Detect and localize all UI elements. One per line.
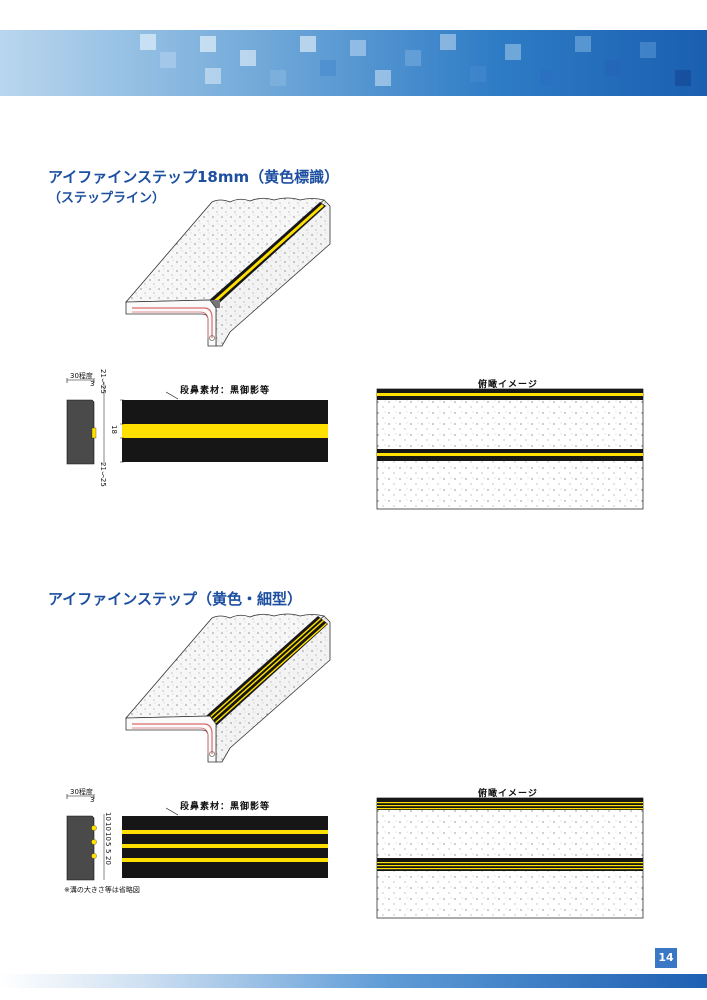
section1-overhead-image <box>376 388 644 510</box>
section2-overhead-image <box>376 797 644 919</box>
section2-dim-6: 20 <box>104 856 112 865</box>
section1-step-illustration <box>125 197 331 347</box>
section2-dim-edge: 3 <box>90 796 95 804</box>
section2-dim-1: 10 <box>104 812 112 821</box>
section2-dim-4: 5 <box>104 842 112 847</box>
section1-subtitle: （ステップライン） <box>48 191 166 206</box>
section2-nosing-strip <box>122 807 328 878</box>
header-band <box>0 30 707 96</box>
section2-dims-vertical: 10 10 10 5 5 20 <box>104 812 122 872</box>
section2-dim-2: 10 <box>104 822 112 831</box>
section1-nosing-strip <box>120 391 328 463</box>
section2-cross-section <box>66 794 105 881</box>
section2-dim-5: 5 <box>104 849 112 854</box>
section1-dim-edge: 3 <box>90 380 95 388</box>
section1-dim-top: 30程度 <box>70 372 93 380</box>
section1-overhead-label: 俯瞰イメージ <box>478 380 538 390</box>
section2-overhead-label: 俯瞰イメージ <box>478 789 538 799</box>
section1-nosing-label: 段鼻素材：黒御影等 <box>180 386 271 396</box>
section2-nosing-label: 段鼻素材：黒御影等 <box>180 802 271 812</box>
footer-band <box>0 974 707 988</box>
section1-dim-band-mid: 18 <box>110 425 118 434</box>
section1-dim-band-top: 21～25 <box>99 369 107 394</box>
section2-dim-3: 10 <box>104 832 112 841</box>
section1-dim-band-bottom: 21～25 <box>99 462 107 487</box>
section2-title: アイファインステップ（黄色・細型） <box>48 590 302 608</box>
section1-title: アイファインステップ18mm（黄色標識） <box>48 168 340 186</box>
page-number: 14 <box>655 948 677 968</box>
section2-note: ※溝の大きさ等は省略図 <box>64 886 140 894</box>
section1-cross-section <box>66 378 105 465</box>
section2-dim-top: 30程度 <box>70 788 93 796</box>
section2-step-illustration <box>125 613 331 763</box>
